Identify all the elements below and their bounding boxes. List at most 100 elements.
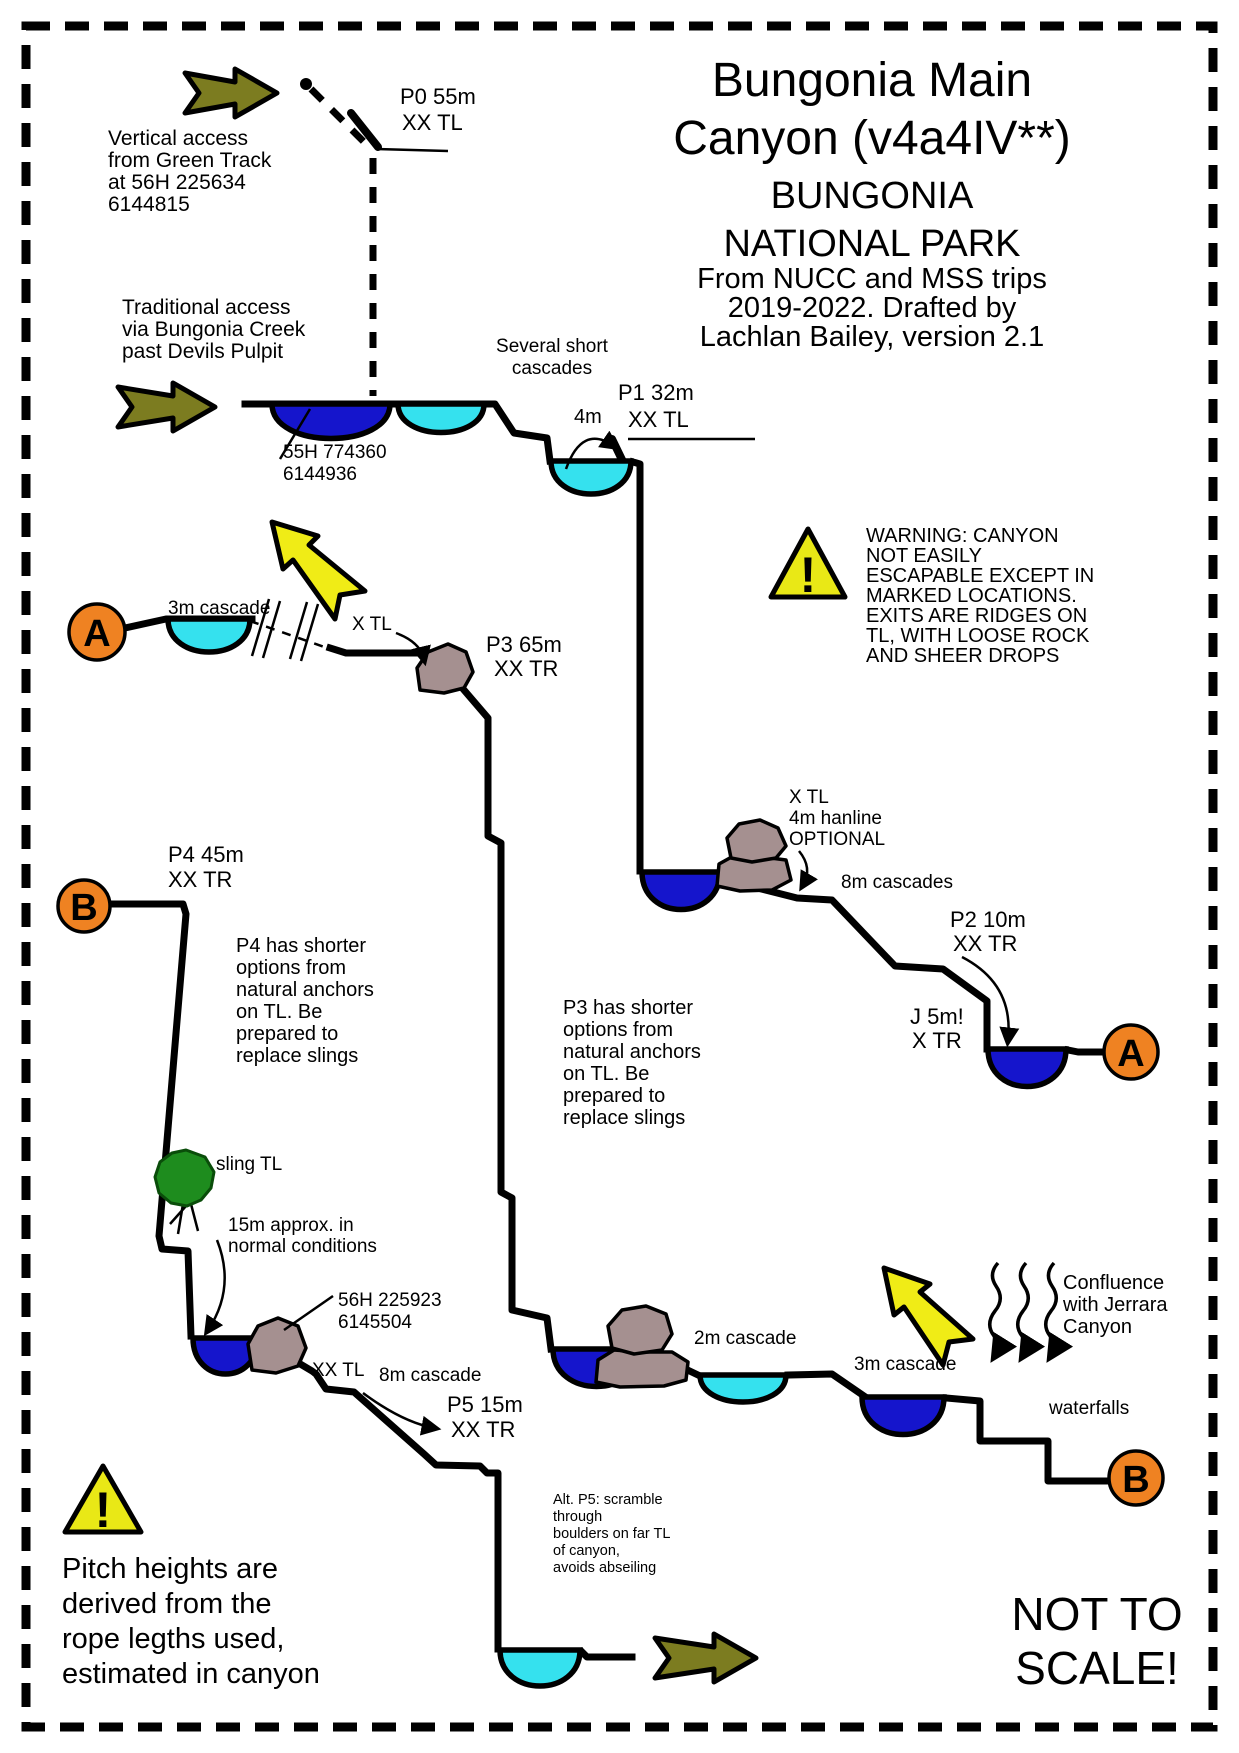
xx-tl-lower-label: XX TL <box>312 1360 364 1381</box>
waterfalls-label: waterfalls <box>1048 1398 1129 1419</box>
p4-note: prepared to <box>236 1023 338 1045</box>
warning-text: NOT EASILY <box>866 545 982 567</box>
traditional-access-note: past Devils Pulpit <box>122 340 283 363</box>
pitch-p0-label: P0 55m <box>400 84 476 109</box>
pitch-p5-anchor: XX TR <box>451 1417 515 1442</box>
traditional-access-note: Traditional access <box>122 296 290 319</box>
pool-jump-base <box>985 1046 1069 1090</box>
p0-label-line <box>375 147 449 153</box>
pitch-p0-anchor: XX TL <box>402 110 463 135</box>
pool-entry-deep <box>269 401 393 442</box>
vertical-access-note: Vertical access <box>108 127 248 150</box>
cascade-2m-label: 2m cascade <box>694 1328 796 1349</box>
rock-2m-upper <box>606 1304 674 1356</box>
arrow-4m-to-p1 <box>564 430 621 470</box>
pitch-p1-label: P1 32m <box>618 380 694 405</box>
cascades-8m-label: 8m cascades <box>841 872 953 893</box>
marker-b-left-label: B <box>70 887 97 929</box>
marker-b-left <box>56 878 112 934</box>
alt-p5-note: Alt. P5: scramble <box>553 1492 663 1508</box>
jump-anchor: X TR <box>912 1028 962 1053</box>
p4-note: P4 has shorter <box>236 935 366 957</box>
warning-triangle-icon <box>768 526 848 600</box>
credit-line3: Lachlan Bailey, version 2.1 <box>700 321 1044 353</box>
p3-note: natural anchors <box>563 1041 701 1063</box>
canyon-break-dashes <box>249 619 331 651</box>
pitch-p1-anchor: XX TL <box>628 407 689 432</box>
vertical-access-note: at 56H 225634 <box>108 171 246 194</box>
pool-exit <box>497 1647 583 1689</box>
hanline-note: X TL <box>789 787 829 808</box>
pitch-p4-label: P4 45m <box>168 842 244 867</box>
entry-coords: 55H 774360 <box>283 442 387 463</box>
pool-p1-base <box>639 869 723 913</box>
confluence-note: Confluence <box>1063 1272 1164 1294</box>
marker-a-left <box>67 602 127 662</box>
p3-note: prepared to <box>563 1085 665 1107</box>
several-cascades-label: Several short <box>496 336 609 357</box>
warning-text: EXITS ARE RIDGES ON <box>866 605 1087 627</box>
break-marks <box>250 598 320 662</box>
p4-note: options from <box>236 957 346 979</box>
hanline-note: OPTIONAL <box>789 829 885 850</box>
waterfall-squiggle-icon <box>1044 1261 1074 1363</box>
canyon-line-p3-drop <box>459 685 555 1353</box>
cascade-3m-lower-label: 3m cascade <box>854 1354 956 1375</box>
pool-3m-cascade-a <box>165 616 253 655</box>
pool-entry-shallow <box>395 401 487 436</box>
escape-arrow-confluence-icon <box>881 1265 976 1368</box>
pitch-p3-anchor: XX TR <box>494 656 558 681</box>
not-to-scale-note: SCALE! <box>1015 1642 1179 1694</box>
sling-label: sling TL <box>216 1154 282 1175</box>
p4-note: on TL. Be <box>236 1001 322 1023</box>
pitch-p5-label: P5 15m <box>447 1392 523 1417</box>
arrow-p2-to-pool <box>961 955 1020 1048</box>
canyon-line-p5-drop <box>255 1335 502 1653</box>
pitch-heights-note: derived from the <box>62 1588 272 1620</box>
warning-exclamation: ! <box>800 547 817 603</box>
park-name-line1: BUNGONIA <box>771 175 974 217</box>
access-arrow-traditional-icon <box>115 380 218 434</box>
marker-a-left-label: A <box>83 613 110 655</box>
warning-triangle-bottom-icon <box>62 1463 144 1535</box>
marker-a-right <box>1102 1023 1160 1081</box>
rock-hanline-lower <box>715 852 793 893</box>
warning-text: MARKED LOCATIONS. <box>866 585 1077 607</box>
confluence-note: Canyon <box>1063 1316 1132 1338</box>
warning-text: ESCAPABLE EXCEPT IN <box>866 565 1094 587</box>
pool-3m-cascade-b <box>859 1394 947 1438</box>
arrow-xtl-to-ledge <box>395 631 431 667</box>
pitch-heights-note: estimated in canyon <box>62 1658 320 1690</box>
jump-label: J 5m! <box>910 1004 964 1029</box>
p3-note: replace slings <box>563 1107 685 1129</box>
several-cascades-label: cascades <box>512 358 592 379</box>
waterfall-squiggle-icon <box>988 1261 1018 1363</box>
exit-arrow-icon <box>652 1631 759 1685</box>
arrow-hanline <box>798 850 818 892</box>
pool-2m-cascade <box>697 1372 789 1405</box>
p4-note: natural anchors <box>236 979 374 1001</box>
cascade-3m-upper-label: 3m cascade <box>168 598 270 619</box>
confluence-note: with Jerrara <box>1062 1294 1168 1316</box>
access-arrow-vertical-icon <box>182 66 280 120</box>
hanline-note: 4m hanline <box>789 808 882 829</box>
rock-p3-anchor <box>415 642 475 695</box>
entry-coords: 6144936 <box>283 464 357 485</box>
waterfall-squiggle-icon <box>1016 1261 1046 1363</box>
tree-icon <box>153 1148 216 1208</box>
warning-text: WARNING: CANYON <box>866 525 1059 547</box>
vertical-access-note: 6144815 <box>108 193 190 216</box>
page-title-line1: Bungonia Main <box>712 54 1032 107</box>
rock-p5-anchor <box>246 1316 308 1375</box>
leader-mid-coords <box>283 1294 334 1332</box>
cascade-8m-label: 8m cascade <box>379 1365 481 1386</box>
p3-note: options from <box>563 1019 673 1041</box>
p3-note: on TL. Be <box>563 1063 649 1085</box>
dashed-border <box>21 21 1218 1732</box>
warning-text: AND SHEER DROPS <box>866 645 1059 667</box>
alt-p5-note: boulders on far TL <box>553 1526 670 1542</box>
park-name-line2: NATIONAL PARK <box>723 223 1020 265</box>
escape-arrow-upper-icon <box>269 519 368 622</box>
canyon-line-p3-ledge <box>325 643 424 657</box>
rock-hanline-upper <box>725 818 788 864</box>
